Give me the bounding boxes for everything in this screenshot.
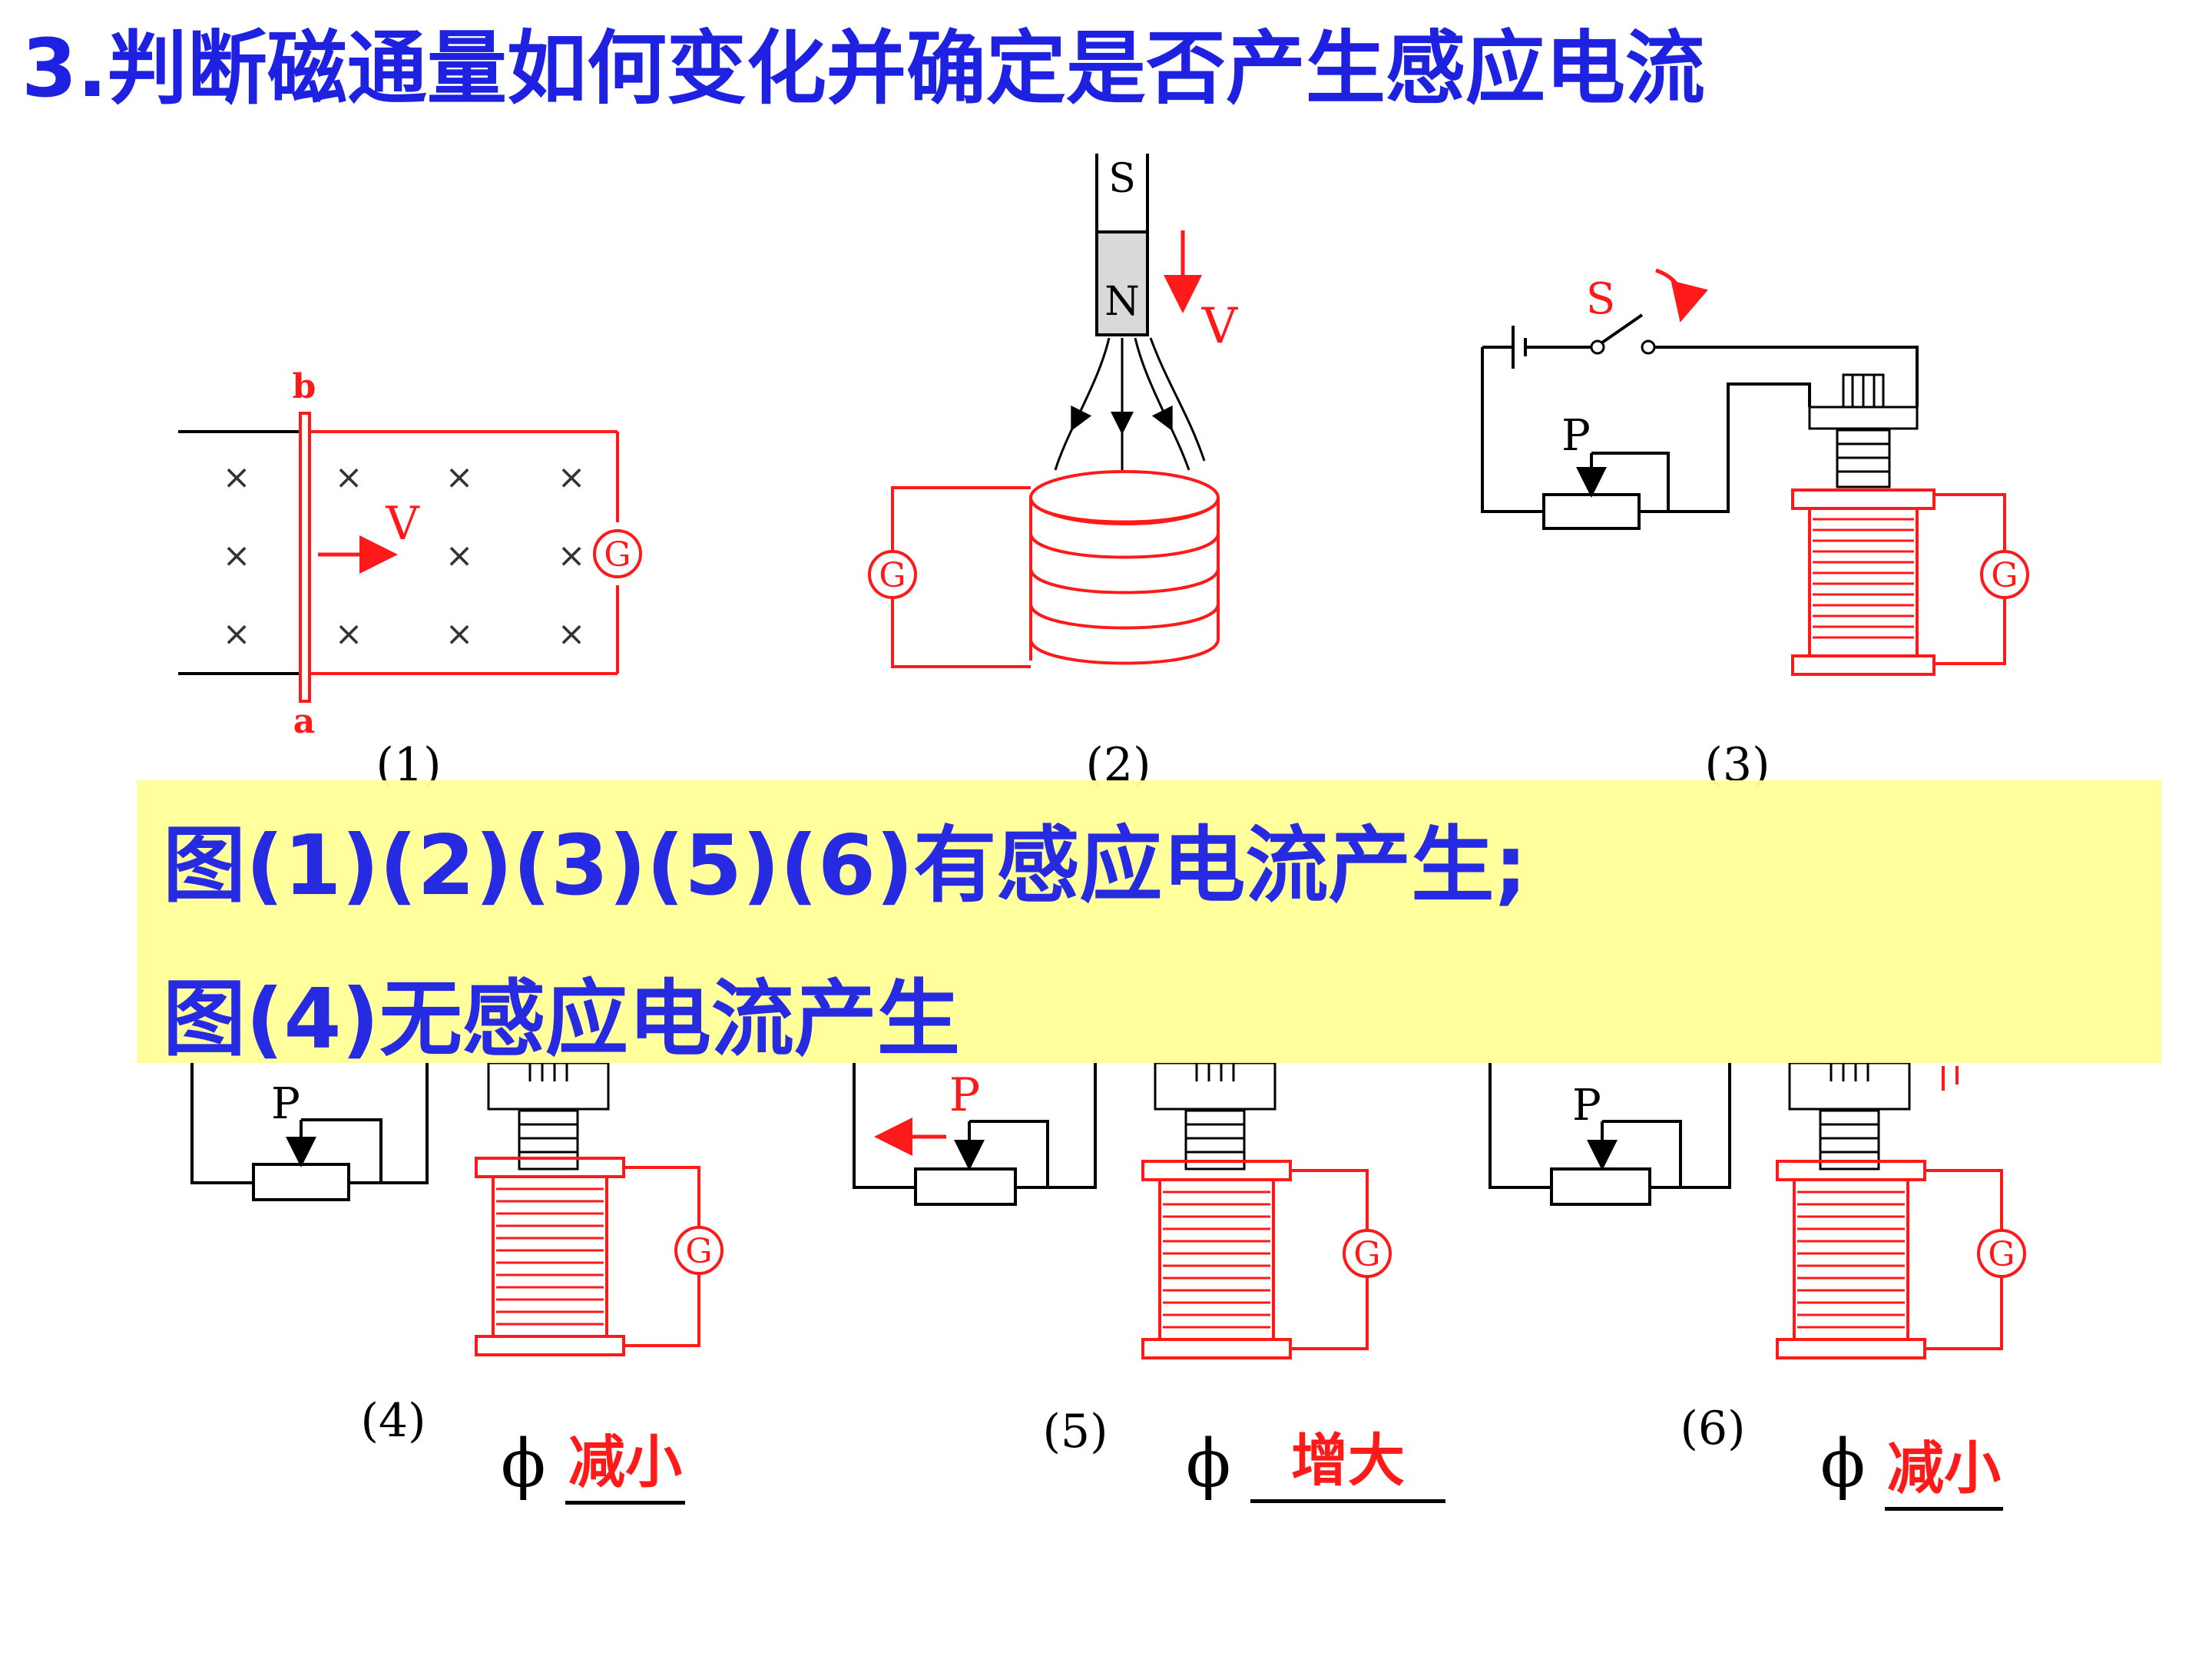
answer-box: 图(1)(2)(3)(5)(6)有感应电流产生; 图(4)无感应电流产生 bbox=[137, 780, 2161, 1068]
flux-symbol-6: ϕ bbox=[1820, 1426, 1866, 1502]
label-v: V bbox=[1201, 298, 1239, 355]
rheostat-icon bbox=[1542, 493, 1641, 530]
flux-symbol-4: ϕ bbox=[501, 1426, 546, 1502]
label-p: P bbox=[1561, 411, 1591, 461]
galvanometer-icon: G bbox=[1343, 1229, 1392, 1278]
label-p: P bbox=[271, 1079, 300, 1129]
label-b: b bbox=[293, 367, 316, 406]
rheostat-icon bbox=[914, 1167, 1017, 1206]
switch-icon bbox=[1590, 313, 1656, 355]
secondary-coil bbox=[475, 1157, 700, 1356]
secondary-coil bbox=[1141, 1160, 1369, 1359]
figure-3: S P G bbox=[1481, 268, 2029, 792]
caption-4: (4) bbox=[361, 1394, 426, 1448]
label-v: V bbox=[385, 497, 420, 551]
svg-text:G: G bbox=[604, 535, 631, 575]
galvanometer-icon: G bbox=[1980, 550, 2029, 599]
label-a: a bbox=[293, 702, 316, 741]
galvanometer-icon: G bbox=[674, 1226, 724, 1275]
primary-coil bbox=[1788, 1061, 1911, 1171]
label-s: S bbox=[1586, 274, 1615, 324]
close-arrow-icon bbox=[1655, 268, 1708, 323]
svg-text:×: × bbox=[223, 458, 251, 497]
figure-1: ×××× ××× ×××× G b a V (1) bbox=[178, 367, 642, 792]
secondary-coil bbox=[1776, 1160, 2003, 1359]
svg-text:×: × bbox=[223, 536, 251, 575]
flux-answer-5: 增大 bbox=[1250, 1422, 1445, 1503]
label-s: S bbox=[1108, 156, 1136, 202]
svg-text:G: G bbox=[685, 1232, 712, 1271]
svg-text:×: × bbox=[558, 458, 586, 497]
primary-coil bbox=[1154, 1061, 1277, 1171]
svg-text:×: × bbox=[335, 458, 363, 497]
primary-coil bbox=[1808, 373, 1919, 488]
svg-text:G: G bbox=[1353, 1235, 1380, 1274]
svg-text:×: × bbox=[558, 536, 586, 575]
caption-5: (5) bbox=[1043, 1405, 1108, 1459]
label-p: P bbox=[949, 1068, 980, 1122]
rheostat-icon bbox=[252, 1163, 350, 1201]
svg-text:×: × bbox=[558, 614, 586, 654]
galvanometer-icon: G bbox=[868, 550, 917, 599]
slide-title: 3.判断磁通量如何变化并确定是否产生感应电流 bbox=[22, 22, 1705, 115]
secondary-coil bbox=[1791, 488, 2006, 676]
svg-text:G: G bbox=[879, 556, 906, 595]
figure-4: P G (4) bbox=[190, 1060, 724, 1448]
label-n: N bbox=[1104, 279, 1140, 325]
rheostat-icon bbox=[1550, 1167, 1651, 1206]
svg-text:G: G bbox=[1988, 1235, 2015, 1274]
flux-answer-6: 减小 bbox=[1885, 1430, 2003, 1511]
svg-text:×: × bbox=[445, 614, 474, 654]
coil-icon bbox=[891, 470, 1220, 668]
svg-text:×: × bbox=[445, 458, 474, 497]
label-p: P bbox=[1572, 1081, 1601, 1131]
caption-6: (6) bbox=[1681, 1402, 1746, 1455]
galvanometer-icon: G bbox=[593, 529, 642, 578]
figure-2: S N V G (2) bbox=[868, 154, 1239, 792]
field-lines bbox=[1054, 337, 1206, 471]
flux-answer-4: 减小 bbox=[565, 1424, 685, 1505]
galvanometer-icon: G bbox=[1977, 1229, 2026, 1278]
magnet-icon: S N bbox=[1095, 154, 1149, 336]
svg-text:G: G bbox=[1991, 556, 2018, 595]
answer-line-2: 图(4)无感应电流产生 bbox=[163, 972, 960, 1068]
svg-text:×: × bbox=[335, 614, 363, 654]
flux-symbol-5: ϕ bbox=[1186, 1426, 1231, 1502]
svg-text:×: × bbox=[223, 614, 251, 654]
magnetic-field-crosses: × × × × × × × × × × × bbox=[223, 458, 586, 654]
rod-ab bbox=[299, 412, 311, 703]
svg-text:×: × bbox=[445, 536, 474, 575]
answer-line-1: 图(1)(2)(3)(5)(6)有感应电流产生; bbox=[163, 818, 1528, 914]
figure-6: P G bbox=[1488, 1060, 2026, 1455]
figure-5: P G (5) bbox=[853, 1060, 1392, 1459]
